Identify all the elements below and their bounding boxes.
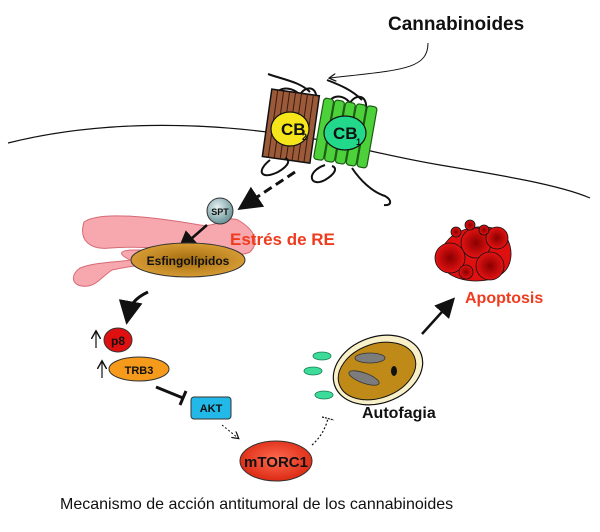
vesicle-2 (303, 366, 323, 376)
akt-node: AKT (190, 396, 232, 420)
p8-label: p8 (111, 334, 125, 348)
autophagy-label: Autofagia (362, 405, 436, 422)
cb1-badge (323, 115, 367, 151)
cb2-badge (270, 111, 310, 147)
trb3-label: TRB3 (125, 365, 154, 377)
vesicle-1 (312, 351, 332, 361)
cb1-label: CB (333, 124, 358, 143)
autophagosome (303, 334, 424, 406)
figure-caption: Mecanismo de acción antitumoral de los c… (60, 496, 454, 513)
er-stress-label: Estrés de RE (230, 230, 335, 249)
cannabinoids-label: Cannabinoides (388, 14, 524, 35)
p8-node: p8 (103, 327, 133, 353)
akt-label: AKT (200, 403, 223, 415)
sphingolipids-label: Esfingolípidos (147, 254, 230, 268)
trb3-inhibits-akt (155, 385, 188, 406)
vesicle-3 (314, 390, 334, 400)
sphingolipids-node: Esfingolípidos (130, 242, 246, 278)
mtorc1-inhibits-autophagy (311, 416, 335, 446)
apoptosis-label: Apoptosis (465, 290, 543, 307)
trb3-node: TRB3 (108, 356, 170, 382)
mtorc1-label: mTORC1 (244, 454, 308, 471)
cb2-label: CB (281, 120, 306, 139)
spt-label: SPT (211, 207, 229, 217)
cb2-receptor: CB 2 (260, 73, 321, 177)
spt-to-sphingolipids-arrow (177, 224, 208, 251)
autophagy-to-apoptosis-arrow (421, 297, 456, 335)
akt-to-mtorc1-arrow (221, 424, 238, 438)
cannabinoid-binding-arrow (330, 42, 429, 78)
mtorc1-node: mTORC1 (239, 440, 313, 482)
sphingolipids-to-p8-arrow (118, 290, 149, 325)
cb1-subscript: 1 (356, 137, 361, 147)
spt-node: SPT (206, 197, 234, 225)
apoptotic-cell (434, 219, 512, 282)
cb1-receptor: CB 1 (310, 79, 392, 207)
receptor-to-spt-arrow (237, 170, 296, 210)
cb2-subscript: 2 (302, 132, 307, 142)
